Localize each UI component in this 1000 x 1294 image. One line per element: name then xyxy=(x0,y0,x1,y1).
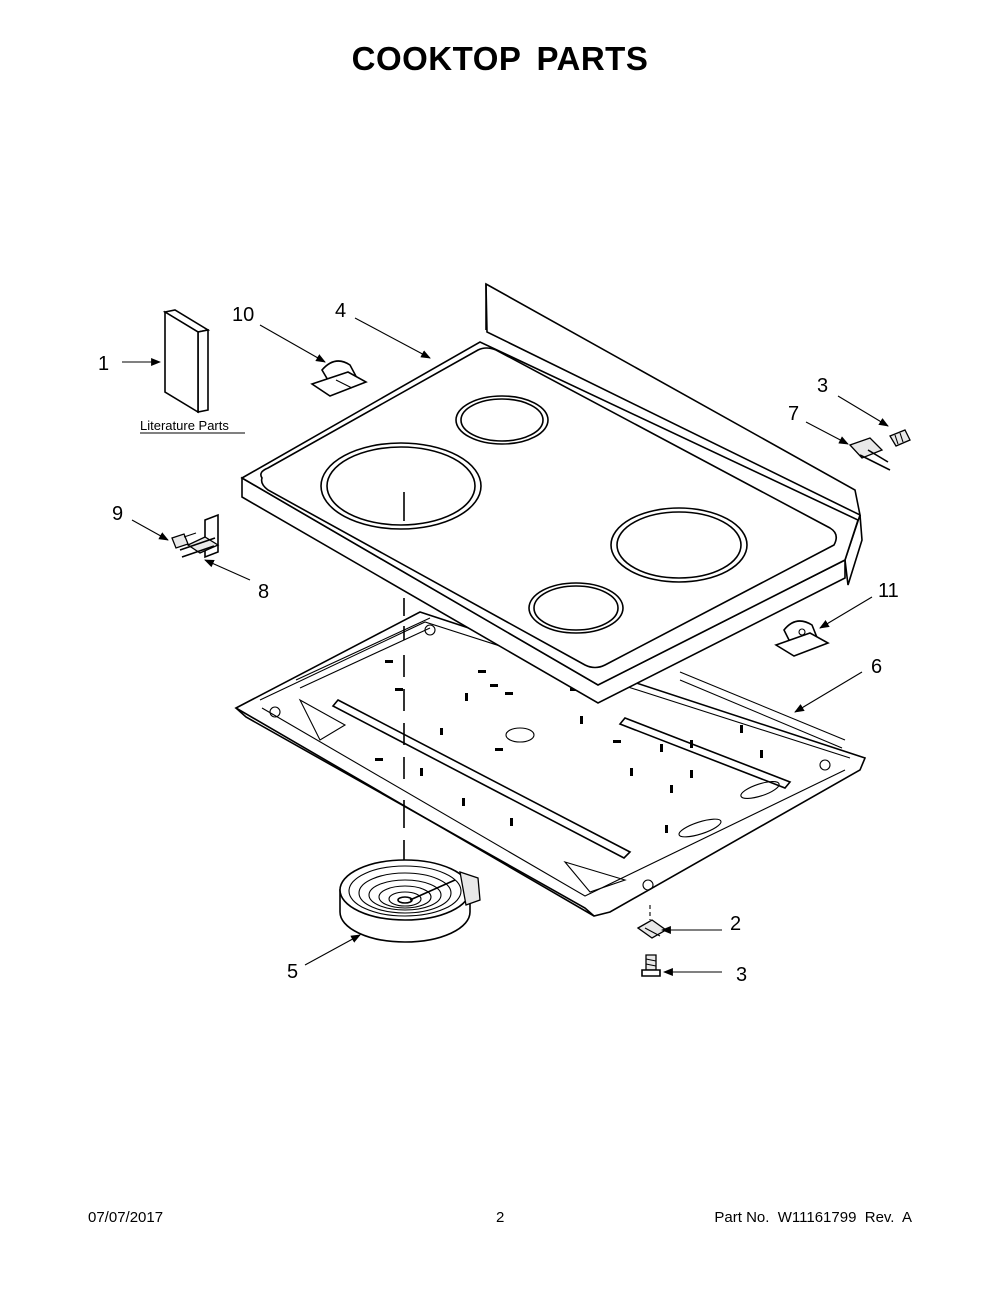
callout-3-bottom: 3 xyxy=(736,964,747,986)
burner-box-pan xyxy=(234,611,867,917)
screw-bottom xyxy=(641,954,661,977)
callout-8: 8 xyxy=(258,581,269,603)
callout-10: 10 xyxy=(232,304,254,326)
callout-7: 7 xyxy=(788,403,799,425)
footer-page-number: 2 xyxy=(496,1209,505,1226)
cooktop-bracket-left xyxy=(310,360,368,397)
callout-5: 5 xyxy=(287,961,298,983)
screw-part-9 xyxy=(171,532,197,549)
leader-arrows xyxy=(122,317,889,976)
callout-11: 11 xyxy=(878,580,899,602)
footer-date: 07/07/2017 xyxy=(88,1209,164,1226)
clip-part-7 xyxy=(848,437,891,471)
footer-part-number: Part No. W11161799 Rev. A xyxy=(714,1209,912,1226)
literature-parts-label: Literature Parts xyxy=(140,418,229,433)
bracket-part-8 xyxy=(179,513,220,559)
clip-part-2 xyxy=(636,905,668,939)
cooktop-bracket-right xyxy=(774,620,830,657)
surface-element xyxy=(339,859,481,943)
callout-9: 9 xyxy=(112,503,123,525)
screw-top xyxy=(889,429,911,447)
literature-parts: Literature Parts xyxy=(140,309,245,434)
callout-6: 6 xyxy=(871,656,882,678)
page-title: COOKTOP PARTS xyxy=(351,40,649,77)
callout-4: 4 xyxy=(335,300,346,322)
callout-1: 1 xyxy=(98,353,109,375)
callout-3-top: 3 xyxy=(817,375,828,397)
callout-2: 2 xyxy=(730,913,741,935)
main-cooktop xyxy=(240,282,863,704)
